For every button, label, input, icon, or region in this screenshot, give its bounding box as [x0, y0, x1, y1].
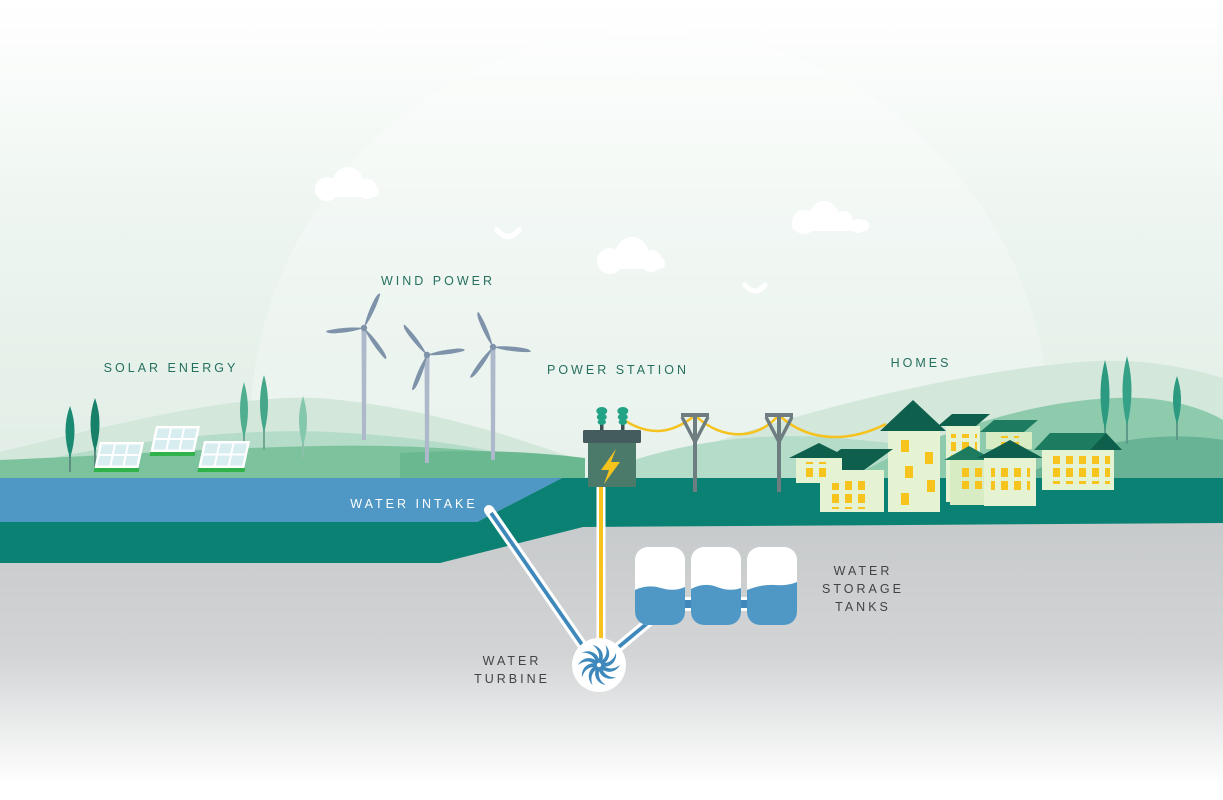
power-pole-icon	[680, 413, 710, 492]
water-layer	[0, 478, 562, 522]
cloud	[792, 201, 869, 234]
bird-icon	[742, 282, 768, 294]
water-storage-label-line3: TANKS	[835, 600, 891, 614]
house	[1034, 433, 1122, 490]
cloud	[315, 167, 379, 201]
water-turbine-label-line1: WATER	[482, 654, 542, 668]
tree	[1100, 356, 1181, 448]
house	[789, 443, 849, 483]
wind-power-label: WIND POWER	[380, 274, 496, 288]
water-intake-pipe	[484, 505, 590, 654]
lightning-bolt-icon	[601, 449, 620, 484]
wind-turbine	[403, 324, 465, 463]
tank-pipe	[609, 615, 656, 656]
solar-energy-label: SOLAR ENERGY	[103, 361, 239, 375]
water-storage-label-line1: WATER	[833, 564, 893, 578]
storage-tank	[747, 547, 797, 625]
power-station-label: POWER STATION	[546, 363, 690, 377]
water-storage-tanks-label: WATER STORAGE TANKS	[822, 562, 904, 616]
house	[980, 420, 1038, 449]
water-storage-label-line2: STORAGE	[822, 582, 904, 596]
transformer-icon	[583, 407, 641, 487]
solar-panel	[93, 442, 144, 472]
storage-tank	[635, 547, 685, 625]
wind-turbine	[470, 312, 531, 460]
tree	[65, 398, 100, 472]
water-intake-label: WATER INTAKE	[350, 497, 478, 511]
cloud	[597, 237, 665, 274]
water-turbine-icon	[572, 638, 626, 692]
wind-turbine	[326, 293, 387, 440]
tree	[240, 375, 307, 458]
water-turbine-label: WATER TURBINE	[474, 652, 550, 688]
house	[880, 400, 946, 512]
solar-panel	[197, 441, 250, 472]
solar-panel	[149, 426, 200, 456]
storage-tank	[691, 547, 741, 625]
grass-left-shade	[400, 451, 585, 478]
water-turbine-label-line2: TURBINE	[474, 672, 550, 686]
house	[977, 440, 1043, 506]
power-pole-icon	[764, 413, 794, 492]
homes-label: HOMES	[890, 356, 952, 370]
bird-icon	[494, 227, 522, 240]
